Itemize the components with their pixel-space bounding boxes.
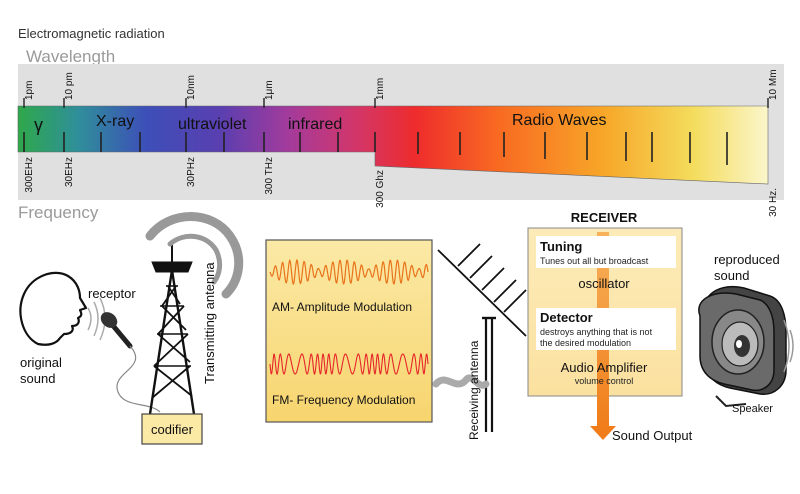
- am-label: AM- Amplitude Modulation: [272, 300, 412, 314]
- detector-title: Detector: [540, 310, 593, 325]
- amplifier-title: Audio Amplifier: [561, 360, 648, 375]
- original-sound-text-line2: sound: [20, 371, 55, 386]
- frequency-ticks: [23, 132, 728, 165]
- diagram-title: Electromagnetic radiation: [18, 26, 165, 41]
- wavelength-ticks: [23, 98, 769, 108]
- receiving-antenna-icon: [437, 243, 527, 432]
- freq-tick-30EHz: 30EHz: [64, 157, 75, 187]
- transmitting-antenna-label: Transmitting antenna: [202, 262, 217, 384]
- signal-arrow-head-icon: [590, 426, 616, 440]
- freq-tick-300THz: 300 THz: [264, 157, 275, 195]
- wl-tick-1mm: 1mm: [375, 78, 386, 100]
- detector-desc-line1: destroys anything that is not: [540, 327, 653, 337]
- freq-tick-300Ghz: 300 Ghz: [375, 170, 386, 208]
- wavelength-tick-labels: 1pm 10 pm 10nm 1μm 1mm 10 Mm: [24, 69, 779, 100]
- received-signal-icon: [432, 374, 490, 389]
- band-gamma: γ: [34, 115, 43, 135]
- wl-tick-1pm: 1pm: [24, 81, 35, 100]
- receptor-label: receptor: [88, 286, 136, 301]
- speaker-label: Speaker: [732, 403, 773, 415]
- broadcast-waves-icon: [145, 212, 244, 299]
- speaker-icon: [698, 285, 787, 408]
- reproduced-sound-text-line2: sound: [714, 268, 749, 283]
- codifier-label: codifier: [151, 422, 194, 437]
- band-infrared: infrared: [288, 116, 342, 133]
- detector-panel: [536, 308, 676, 350]
- reproduced-sound-text: reproduced: [714, 252, 780, 267]
- wl-tick-10pm: 10 pm: [64, 72, 75, 100]
- wl-tick-10Mm: 10 Mm: [768, 69, 779, 100]
- speaker-waves-icon: [783, 319, 794, 373]
- frequency-label: Frequency: [18, 203, 99, 222]
- freq-tick-30Hz: 30 Hz.: [768, 188, 779, 217]
- wl-tick-10nm: 10nm: [186, 75, 197, 100]
- codifier-box: [141, 413, 203, 445]
- wl-tick-1um: 1μm: [264, 80, 275, 100]
- frequency-tick-labels: 300EHz 30EHz 30PHz 300 THz 300 Ghz 30 Hz…: [24, 157, 779, 217]
- speaking-head-icon: [19, 271, 88, 346]
- wavelength-label: Wavelength: [26, 47, 115, 66]
- fm-label: FM- Frequency Modulation: [272, 393, 415, 407]
- transmitting-tower-icon: [148, 240, 196, 415]
- amplifier-desc: volume control: [575, 376, 634, 386]
- freq-tick-30PHz: 30PHz: [186, 157, 197, 187]
- band-xray: X-ray: [96, 113, 134, 130]
- band-ultraviolet: ultraviolet: [178, 116, 247, 133]
- band-radio-waves: Radio Waves: [512, 112, 607, 129]
- tuning-desc: Tunes out all but broadcast: [540, 256, 649, 266]
- microphone-icon: [100, 312, 161, 413]
- original-sound-text: original: [20, 355, 62, 370]
- tuning-panel: [536, 236, 676, 268]
- am-wave-icon: [269, 258, 429, 286]
- receiving-antenna-label: Receiving antenna: [467, 340, 481, 440]
- receiver-title: RECEIVER: [571, 210, 638, 225]
- sound-output-label: Sound Output: [612, 428, 693, 443]
- oscillator-label: oscillator: [578, 276, 630, 291]
- tuning-title: Tuning: [540, 239, 582, 254]
- fm-wave-icon: [269, 352, 429, 376]
- detector-desc-line2: the desired modulation: [540, 338, 631, 348]
- freq-tick-300EHz: 300EHz: [24, 157, 35, 193]
